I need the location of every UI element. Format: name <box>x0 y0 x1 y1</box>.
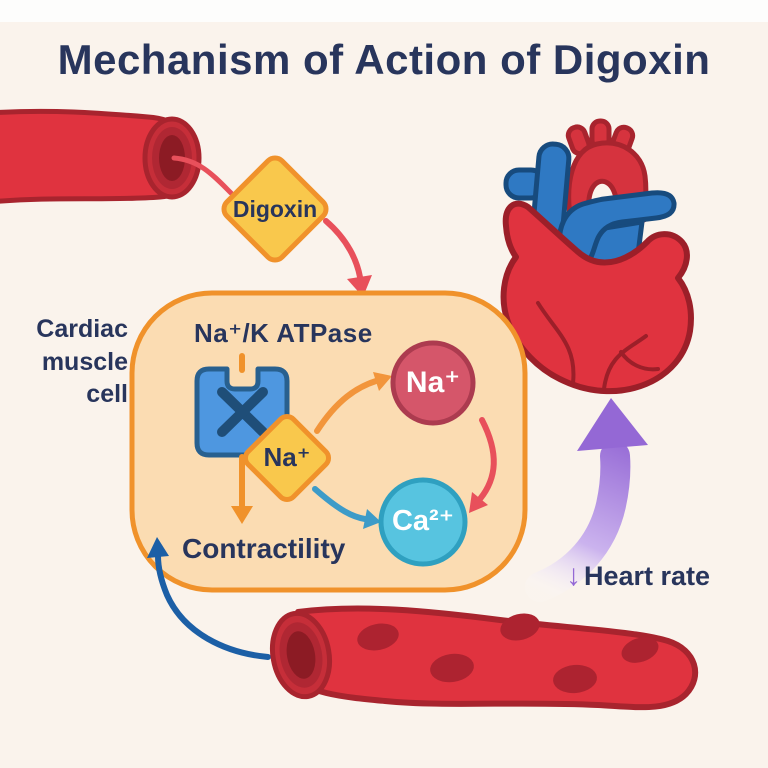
arrow-na-to-ca <box>469 417 497 513</box>
arrow-pump-to-contractility <box>231 454 253 524</box>
na-ion-label: Na⁺ <box>405 366 461 399</box>
top-white-strip <box>0 0 768 22</box>
down-arrow-icon: ↓ <box>566 559 581 592</box>
ca-ion-label: Ca²⁺ <box>391 505 455 537</box>
contractility-label: Contractility <box>182 533 346 564</box>
vessel-to-digoxin-connector <box>171 155 234 196</box>
cardiac-muscle-cell-label: Cardiac muscle cell <box>36 315 128 408</box>
blocked-x-icon <box>217 387 268 437</box>
heart-rate-label: ↓ Heart rate <box>566 559 710 594</box>
heart-rate-text: Heart rate <box>584 560 711 591</box>
blood-vessel-top-icon <box>0 108 202 204</box>
digoxin-diamond-icon <box>221 155 329 263</box>
arrow-digoxin-to-cell <box>323 218 372 297</box>
na-diamond-label: Na⁺ <box>263 442 311 472</box>
ca-ion-circle <box>378 477 468 567</box>
arrow-heart-rate-up <box>525 398 648 602</box>
na-ion-circle <box>390 340 476 426</box>
arrow-na-diamond-to-ca <box>312 486 381 529</box>
arrow-pump-to-na-ion <box>314 372 392 434</box>
blood-vessel-bottom-icon <box>269 605 699 711</box>
arrow-vessel-to-contractility <box>147 537 271 660</box>
digoxin-label: Digoxin <box>232 196 318 222</box>
page-title: Mechanism of Action of Digoxin <box>57 36 711 83</box>
na-diamond-icon <box>242 413 332 503</box>
heart-icon <box>500 118 694 395</box>
na-k-atpase-label: Na⁺/K ATPase <box>194 318 373 348</box>
